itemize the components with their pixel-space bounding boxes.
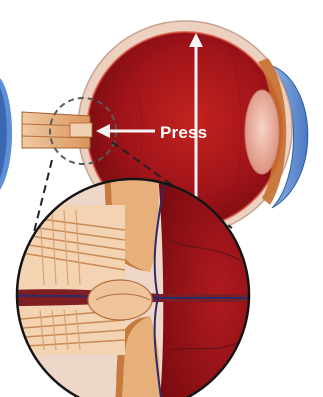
left-partial-eye [0,78,12,190]
press-label: Press [160,123,207,142]
optic-cup [88,280,152,320]
optic-nerve [22,112,92,148]
lens [245,90,279,174]
